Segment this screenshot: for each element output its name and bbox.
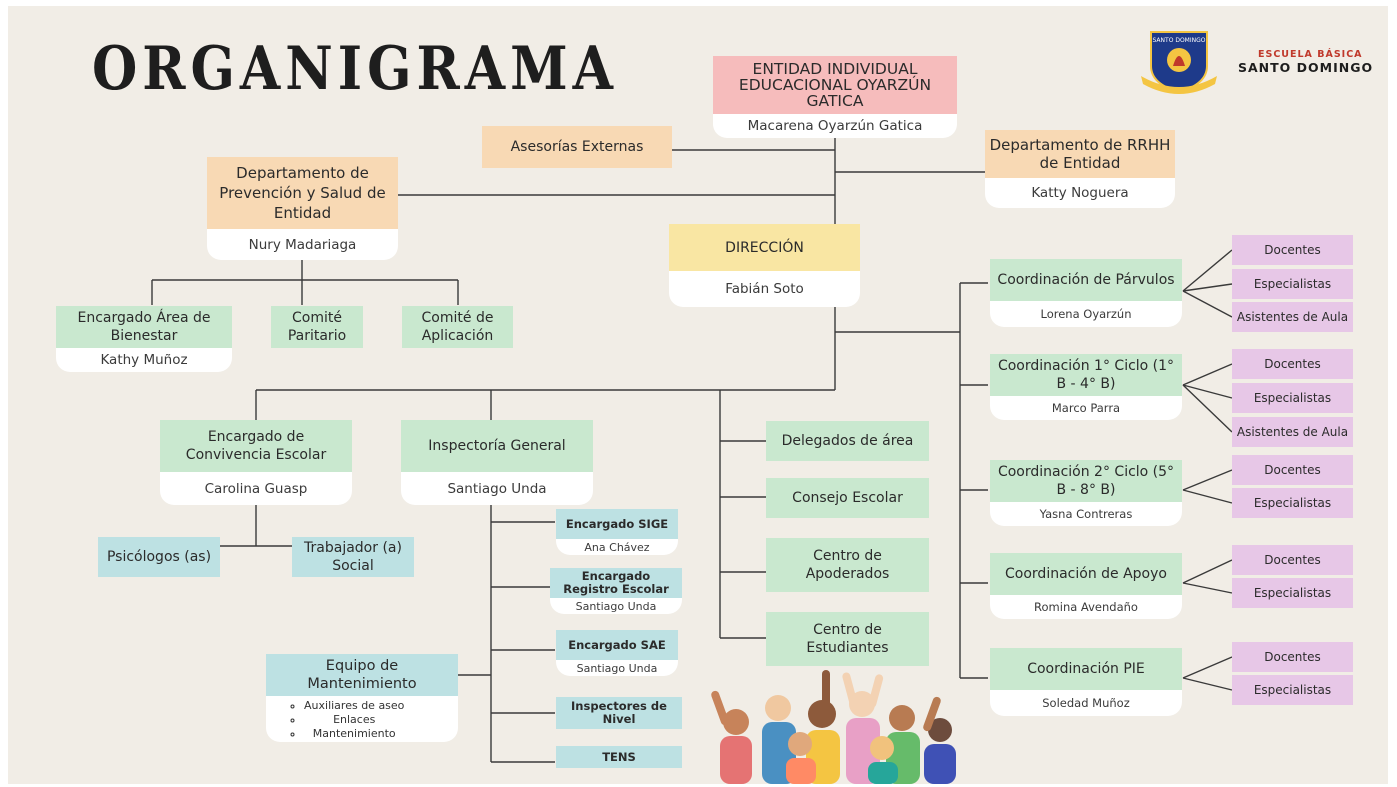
mantenimiento-box: Equipo de Mantenimiento — [266, 654, 458, 696]
convivencia-box: Encargado de Convivencia Escolar — [160, 420, 352, 472]
asesorias-box: Asesorías Externas — [482, 126, 672, 168]
inspectoria-person: Santiago Unda — [401, 472, 593, 505]
coordinacion-apoyo-box: Coordinación de Apoyo — [990, 553, 1182, 595]
page-title: ORGANIGRAMA — [92, 34, 618, 105]
role-parvulos-docentes: Docentes — [1232, 235, 1353, 265]
coordinacion-parvulos-person: Lorena Oyarzún — [990, 301, 1182, 327]
mantenimiento-list: Auxiliares de aseo Enlaces Mantenimiento — [286, 699, 404, 741]
aplicacion-box: Comité de Aplicación — [402, 306, 513, 348]
role-ciclo2-docentes: Docentes — [1232, 455, 1353, 485]
role-parvulos-asistentes: Asistentes de Aula — [1232, 302, 1353, 332]
consejo-box: Consejo Escolar — [766, 478, 929, 518]
estudiantes-box: Centro de Estudiantes — [766, 612, 929, 666]
connector — [1182, 249, 1233, 292]
registro-box: Encargado Registro Escolar — [550, 568, 682, 598]
apoderados-box: Centro de Apoderados — [766, 538, 929, 592]
connector — [1182, 290, 1233, 318]
role-pie-docentes: Docentes — [1232, 642, 1353, 672]
inspectores-box: Inspectores de Nivel — [556, 697, 682, 729]
bienestar-person: Kathy Muñoz — [56, 348, 232, 372]
role-pie-especialistas: Especialistas — [1232, 675, 1353, 705]
students-crowd-illustration — [711, 670, 956, 784]
sige-box: Encargado SIGE — [556, 509, 678, 539]
coordinacion-ciclo1-box: Coordinación 1° Ciclo (1° B - 4° B) — [990, 354, 1182, 396]
connector — [1182, 582, 1233, 594]
role-ciclo1-asistentes: Asistentes de Aula — [1232, 417, 1353, 447]
coordinacion-pie-box: Coordinación PIE — [990, 648, 1182, 690]
school-crest-icon: SANTO DOMINGO — [1141, 31, 1217, 94]
entidad-box: ENTIDAD INDIVIDUAL EDUCACIONAL OYARZÚN G… — [713, 56, 957, 114]
delegados-box: Delegados de área — [766, 421, 929, 461]
connector — [1182, 363, 1233, 386]
role-parvulos-especialistas: Especialistas — [1232, 269, 1353, 299]
connector — [1182, 469, 1233, 491]
role-ciclo1-especialistas: Especialistas — [1232, 383, 1353, 413]
tens-box: TENS — [556, 746, 682, 768]
coordinacion-pie-person: Soledad Muñoz — [990, 690, 1182, 716]
coordinacion-parvulos-box: Coordinación de Párvulos — [990, 259, 1182, 301]
coordinacion-ciclo2-person: Yasna Contreras — [990, 502, 1182, 526]
sae-person: Santiago Unda — [556, 660, 678, 676]
list-item: Auxiliares de aseo — [304, 699, 404, 713]
sige-person: Ana Chávez — [556, 539, 678, 555]
connector — [1182, 283, 1233, 292]
connector — [1182, 559, 1233, 584]
role-apoyo-especialistas: Especialistas — [1232, 578, 1353, 608]
convivencia-person: Carolina Guasp — [160, 472, 352, 505]
trabajador-box: Trabajador (a) Social — [292, 537, 414, 577]
entidad-person: Macarena Oyarzún Gatica — [713, 114, 957, 138]
connector — [1182, 489, 1233, 504]
list-item: Enlaces — [304, 713, 404, 727]
coordinacion-apoyo-person: Romina Avendaño — [990, 595, 1182, 619]
registro-person: Santiago Unda — [550, 598, 682, 614]
rrhh-box: Departamento de RRHH de Entidad — [985, 130, 1175, 178]
direccion-person: Fabián Soto — [669, 271, 860, 307]
connector — [1182, 384, 1233, 399]
paritario-box: Comité Paritario — [271, 306, 363, 348]
prevencion-box: Departamento de Prevención y Salud de En… — [207, 157, 398, 229]
connector — [1182, 656, 1233, 679]
mantenimiento-card: Auxiliares de aseo Enlaces Mantenimiento — [266, 696, 458, 742]
direccion-box: DIRECCIÓN — [669, 224, 860, 271]
role-ciclo2-especialistas: Especialistas — [1232, 488, 1353, 518]
connector — [1182, 384, 1233, 433]
bienestar-box: Encargado Área de Bienestar — [56, 306, 232, 348]
role-apoyo-docentes: Docentes — [1232, 545, 1353, 575]
psicologos-box: Psicólogos (as) — [98, 537, 220, 577]
coordinacion-ciclo2-box: Coordinación 2° Ciclo (5° B - 8° B) — [990, 460, 1182, 502]
coordinacion-ciclo1-person: Marco Parra — [990, 396, 1182, 420]
rrhh-person: Katty Noguera — [985, 178, 1175, 208]
list-item: Mantenimiento — [304, 727, 404, 741]
school-type: ESCUELA BÁSICA — [1258, 49, 1363, 60]
school-name: SANTO DOMINGO — [1238, 60, 1374, 75]
inspectoria-box: Inspectoría General — [401, 420, 593, 472]
crest-text: SANTO DOMINGO — [1153, 37, 1206, 44]
prevencion-person: Nury Madariaga — [207, 229, 398, 260]
sae-box: Encargado SAE — [556, 630, 678, 660]
role-ciclo1-docentes: Docentes — [1232, 349, 1353, 379]
connector — [1182, 677, 1233, 691]
